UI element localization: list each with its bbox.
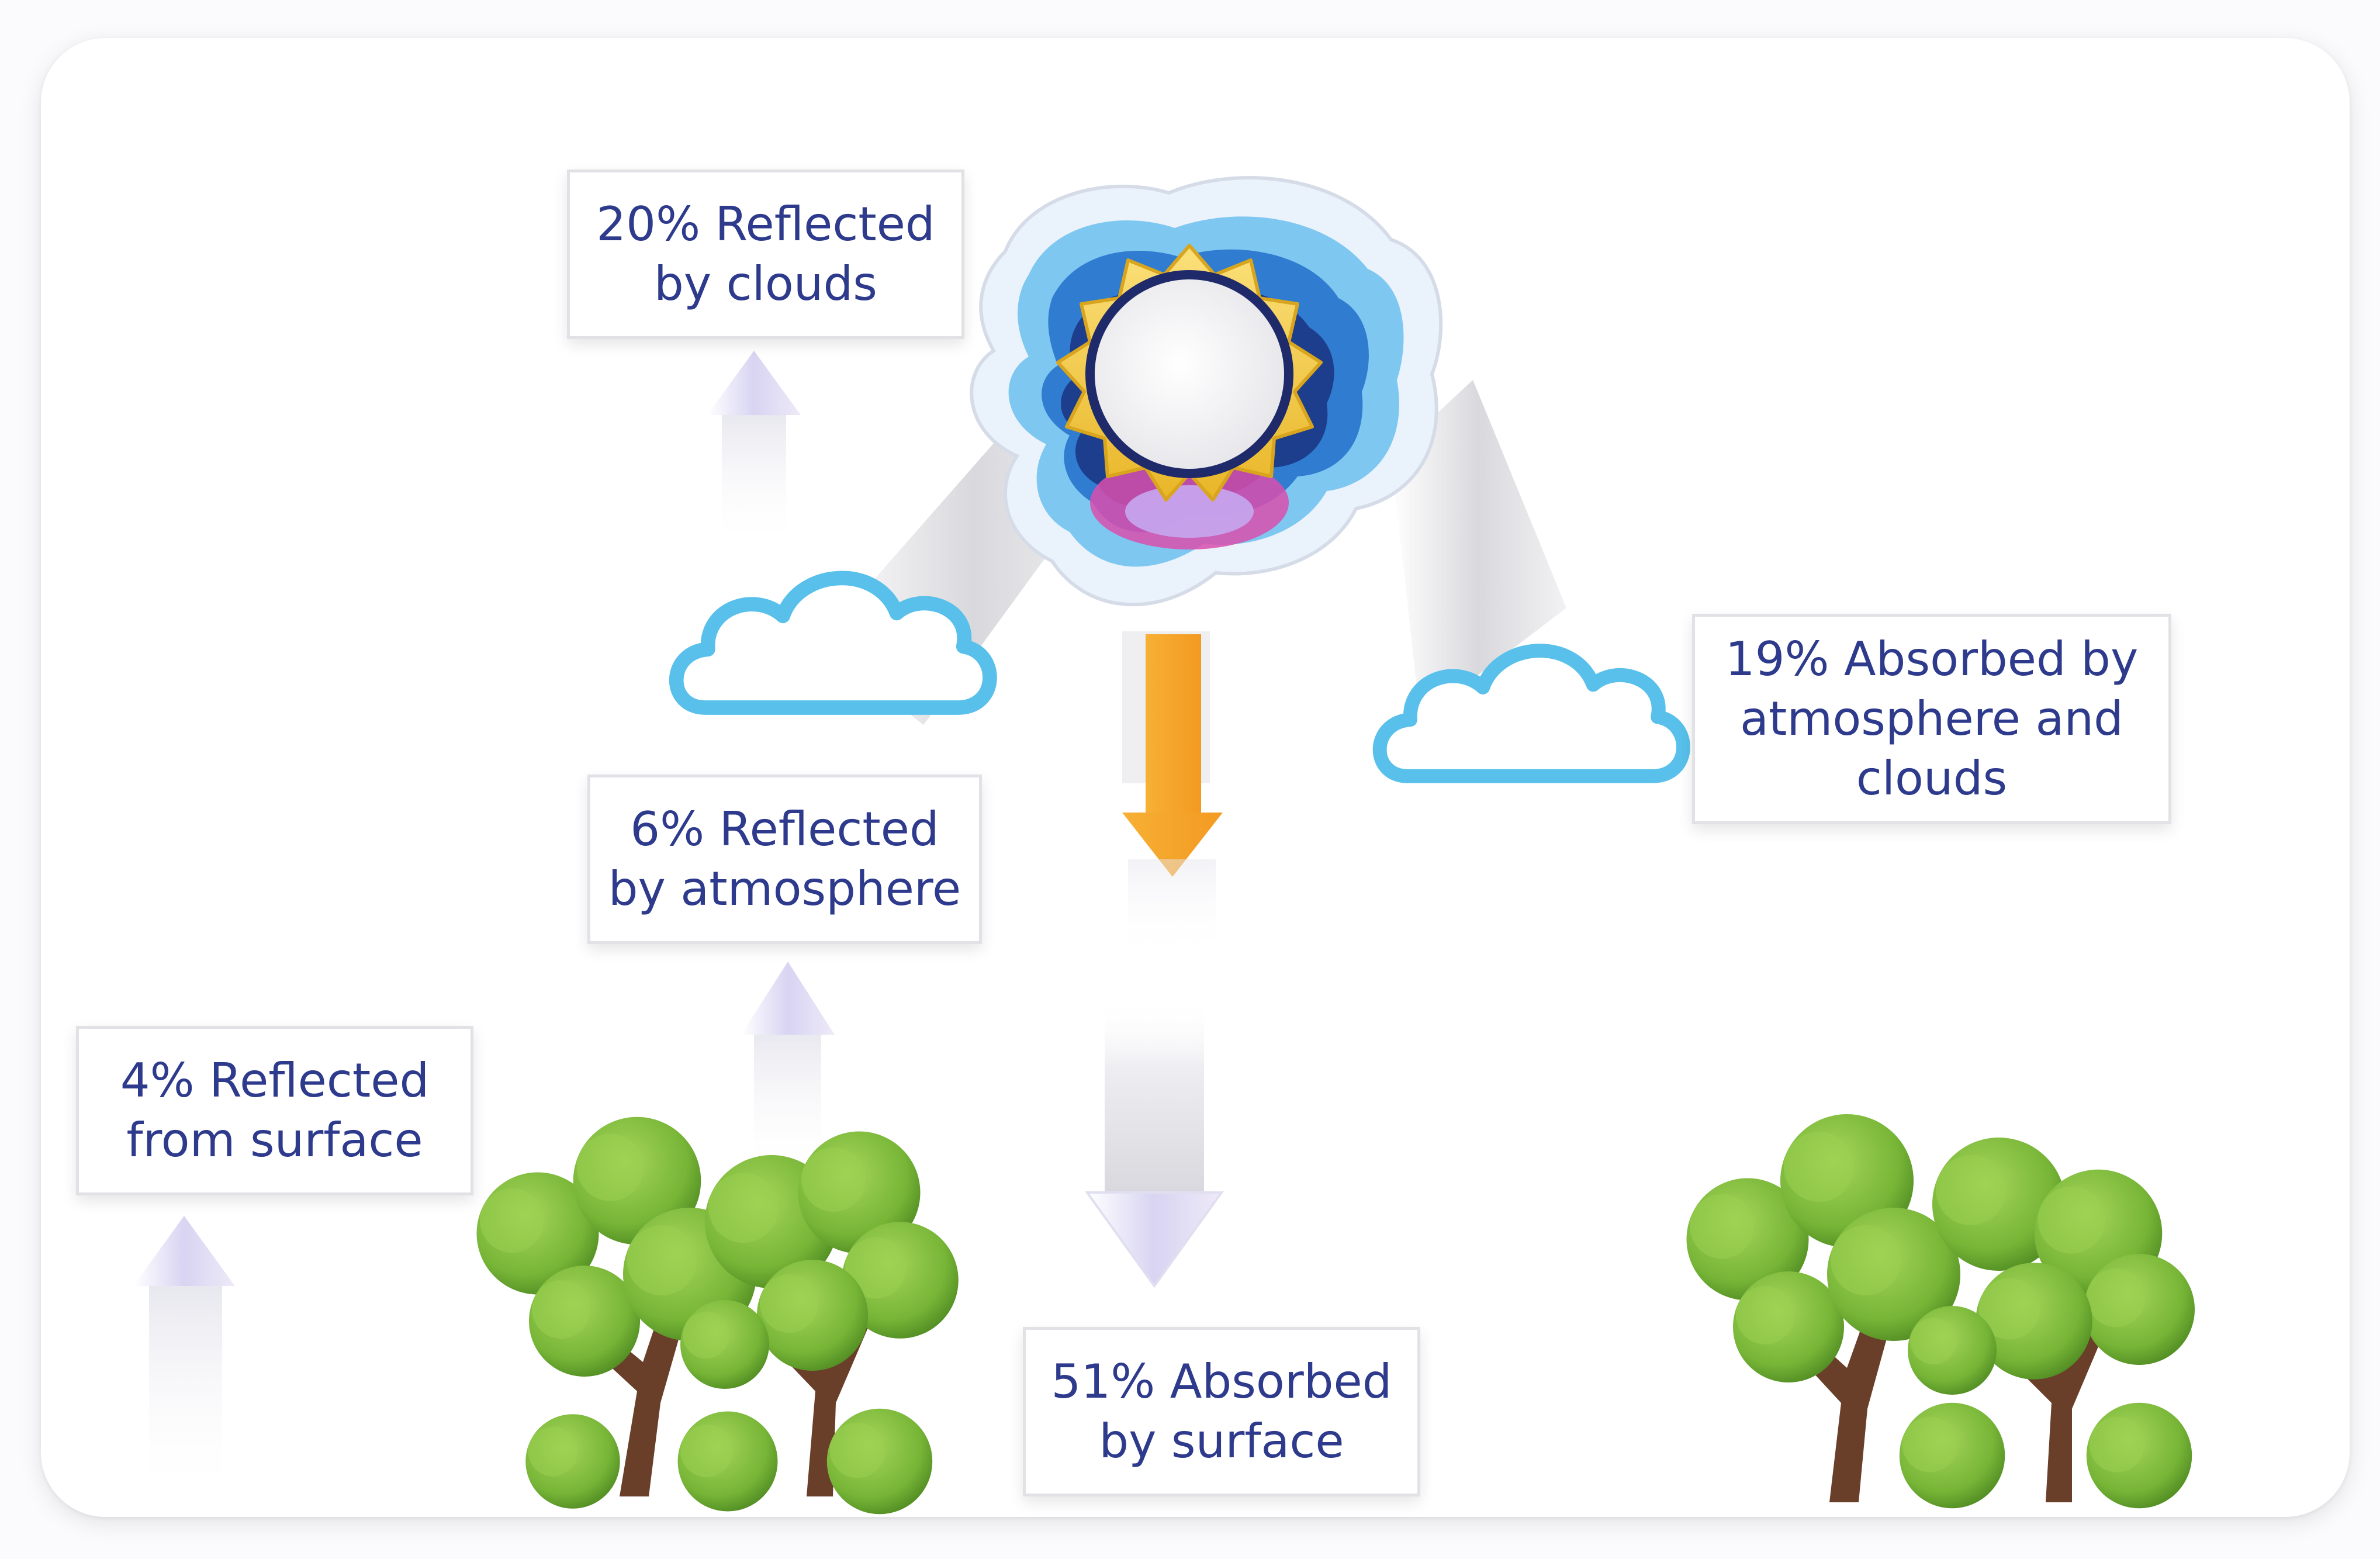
- arrow-down-icon: [1122, 631, 1223, 959]
- arrow-up-icon: [741, 962, 835, 1178]
- label-line: 19% Absorbed by: [1725, 632, 2139, 686]
- label-line: clouds: [1856, 751, 2008, 806]
- label-line: 51% Absorbed: [1051, 1354, 1392, 1409]
- label-line: 20% Reflected: [596, 197, 935, 251]
- label-line: from surface: [126, 1113, 423, 1167]
- label-line: 6% Reflected: [630, 802, 939, 856]
- sun-icon: [970, 176, 1443, 607]
- tree-icon: [476, 1116, 959, 1515]
- arrow-up-icon: [707, 351, 801, 549]
- label-reflected-by-atmosphere: 6% Reflected by atmosphere: [587, 775, 982, 944]
- label-line: atmosphere and: [1740, 692, 2123, 746]
- label-reflected-by-clouds: 20% Reflected by clouds: [567, 170, 964, 339]
- label-line: by clouds: [654, 257, 877, 311]
- label-line: 4% Reflected: [120, 1053, 430, 1108]
- label-reflected-from-surface: 4% Reflected from surface: [76, 1026, 473, 1195]
- label-absorbed-by-atmosphere: 19% Absorbed by atmosphere and clouds: [1692, 614, 2171, 824]
- label-line: by atmosphere: [608, 862, 961, 916]
- label-absorbed-by-surface: 51% Absorbed by surface: [1023, 1327, 1420, 1496]
- tree-icon: [1686, 1114, 2195, 1509]
- beam-right: [1391, 380, 1566, 719]
- arrow-down-icon: [1085, 1000, 1224, 1288]
- label-line: by surface: [1099, 1414, 1344, 1468]
- arrow-up-icon: [133, 1216, 235, 1502]
